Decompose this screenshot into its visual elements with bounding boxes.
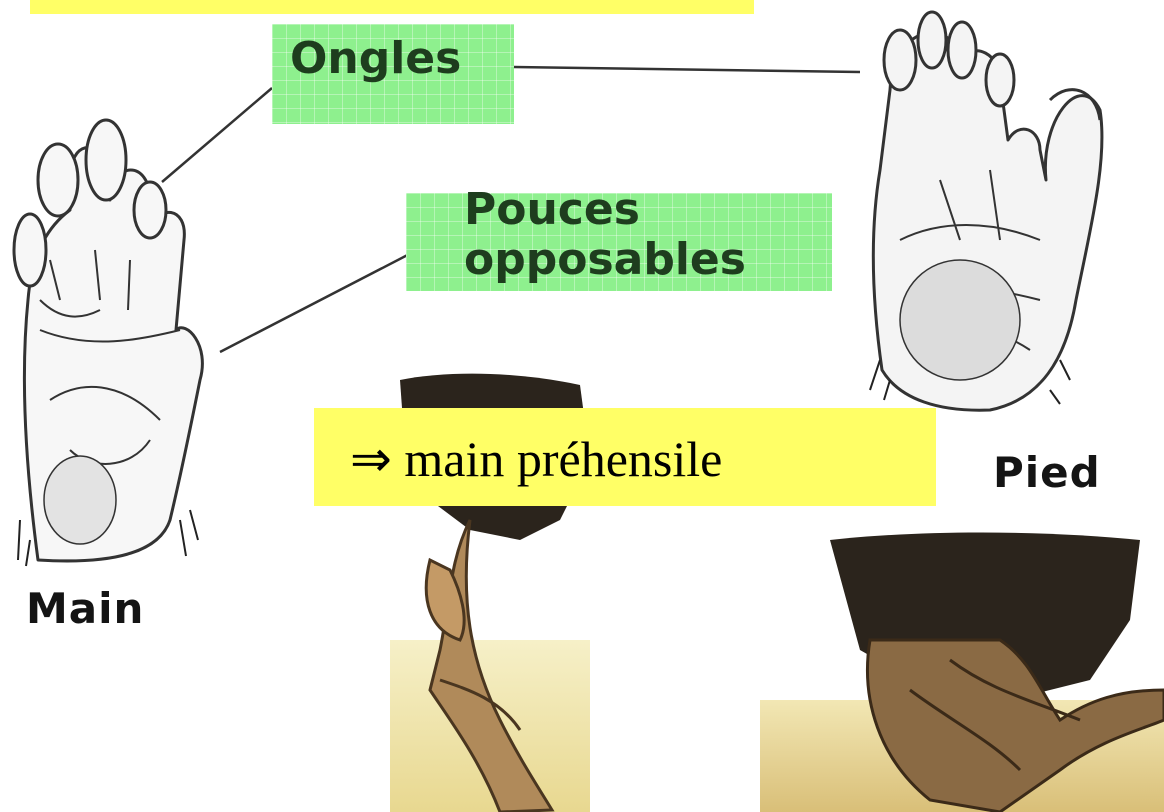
hand-sketch [14, 120, 202, 566]
leader-ongles-pied [514, 67, 860, 72]
label-pouces-line2: opposables [464, 237, 746, 283]
leader-ongles-main [162, 88, 272, 182]
label-pouces-line1: Pouces [464, 187, 640, 233]
caption-main: Main [26, 584, 144, 633]
primate-foot-photo [760, 533, 1164, 812]
conclusion-box: ⇒ main préhensile [314, 408, 936, 506]
conclusion-text: ⇒ main préhensile [350, 430, 722, 488]
label-ongles-text: Ongles [290, 36, 461, 82]
label-ongles: Ongles [272, 24, 514, 124]
caption-pied: Pied [993, 448, 1101, 497]
label-pouces-opposables: Pouces opposables [406, 193, 832, 291]
foot-sketch [870, 12, 1102, 410]
